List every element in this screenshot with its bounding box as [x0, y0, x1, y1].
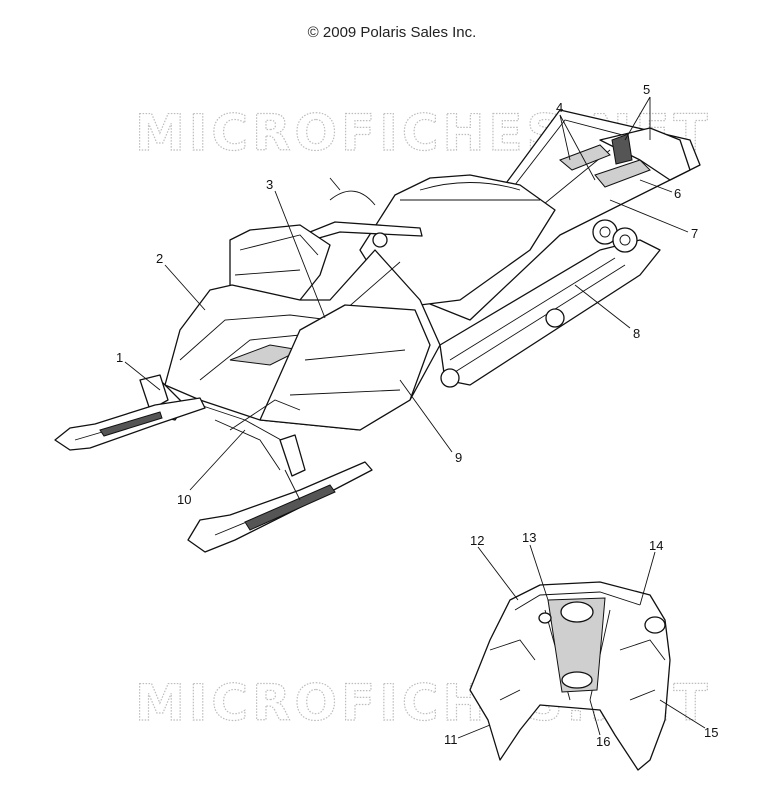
hood-vent-top [560, 601, 594, 623]
callout-3: 3 [266, 177, 273, 192]
callout-4: 4 [556, 100, 563, 115]
callout-15: 15 [704, 725, 718, 740]
callout-7: 7 [691, 226, 698, 241]
callout-5: 5 [643, 82, 650, 97]
hood-vent-bottom [561, 671, 593, 689]
callout-12: 12 [470, 533, 484, 548]
idler-wheel-front [440, 368, 460, 388]
tunnel-decal-4 [559, 144, 611, 171]
callout-2: 2 [156, 251, 163, 266]
callout-14: 14 [649, 538, 663, 553]
tunnel-decal-6 [594, 159, 651, 188]
front-shock [279, 434, 306, 477]
inset-hood-illustration [469, 581, 671, 771]
gas-cap [372, 232, 388, 248]
hood-center-insert [547, 597, 606, 693]
callout-8: 8 [633, 326, 640, 341]
callout-9: 9 [455, 450, 462, 465]
callout-labels: 1 2 3 4 5 6 7 8 9 10 11 12 13 14 15 16 [116, 82, 718, 749]
snowmobile-illustration [54, 109, 701, 553]
callout-11: 11 [444, 732, 458, 747]
side-panel [259, 304, 431, 431]
callout-1: 1 [116, 350, 123, 365]
callout-10: 10 [177, 492, 191, 507]
idler-wheel-mid [545, 308, 565, 328]
callout-13: 13 [522, 530, 536, 545]
leader-lines [124, 96, 706, 739]
callout-16: 16 [596, 734, 610, 749]
callout-6: 6 [674, 186, 681, 201]
copyright-notice: © 2009 Polaris Sales Inc. [307, 24, 477, 41]
